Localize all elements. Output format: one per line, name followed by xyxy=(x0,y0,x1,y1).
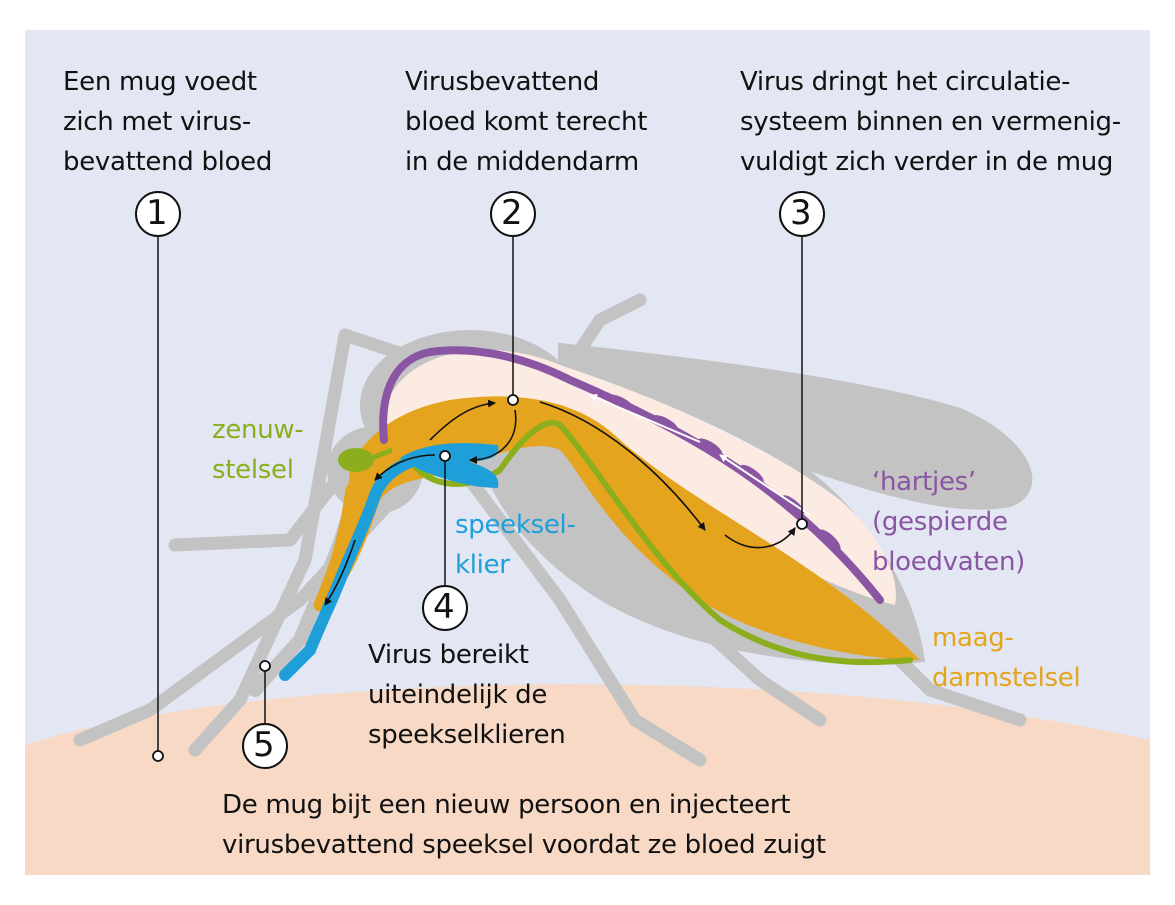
step-4-number: 4 xyxy=(433,587,455,627)
step-1-caption: Een mug voedt zich met virus- bevattend … xyxy=(63,67,273,177)
step-5-caption: De mug bijt een nieuw persoon en injecte… xyxy=(222,790,826,860)
nerve-ganglion xyxy=(338,448,374,472)
step-5-number: 5 xyxy=(253,725,275,765)
step-4-caption: Virus bereikt uiteindelijk de speekselkl… xyxy=(368,640,566,750)
step-3-circle xyxy=(779,191,825,237)
step-1-number: 1 xyxy=(146,193,168,233)
step-1-circle xyxy=(135,191,181,237)
heart-vessel xyxy=(379,346,884,604)
step-markers xyxy=(135,191,825,769)
label-speekselklier: speeksel- klier xyxy=(455,510,576,580)
hartjes-beads xyxy=(607,394,841,551)
step-2-caption: Virusbevattend bloed komt terecht in de … xyxy=(405,67,648,177)
step-4-circle xyxy=(422,585,468,631)
skin-surface xyxy=(25,684,1150,875)
step-2-circle xyxy=(490,191,536,237)
label-hartjes: ‘hartjes’ (gespierde bloedvaten) xyxy=(872,467,1025,577)
callout-lines xyxy=(157,236,803,752)
label-maagdarmstelsel: maag- darmstelsel xyxy=(932,623,1081,693)
salivary-duct xyxy=(279,449,446,681)
label-zenuwstelsel: zenuw- stelsel xyxy=(212,415,304,485)
nerve-link xyxy=(371,447,393,461)
step-3-number: 3 xyxy=(790,193,812,233)
step-2-number: 2 xyxy=(501,193,523,233)
step-5-circle xyxy=(242,723,288,769)
salivary-duct-orange xyxy=(313,483,359,612)
callout-dots xyxy=(152,394,808,762)
step-3-caption: Virus dringt het circulatie- systeem bin… xyxy=(740,67,1121,177)
